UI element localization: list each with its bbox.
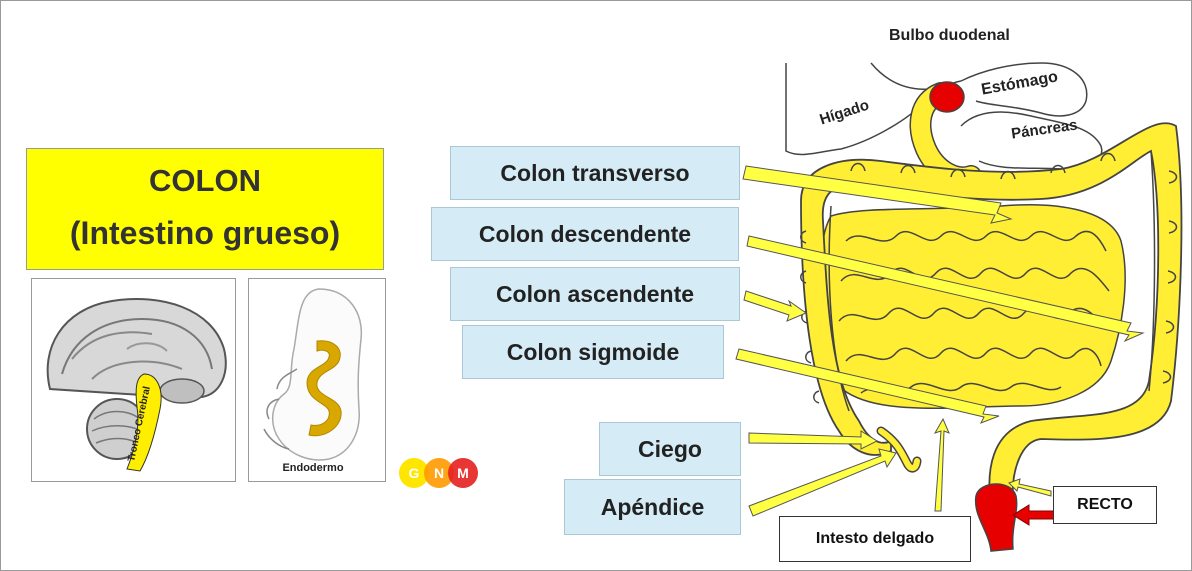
- label-bulbo: Bulbo duodenal: [889, 27, 1010, 44]
- title-line-1: COLON: [149, 163, 261, 198]
- label-apendice: Apéndice: [564, 479, 741, 535]
- embryo-illustration: Endodermo: [263, 288, 363, 474]
- logo-letter-m: M: [457, 465, 469, 481]
- label-recto: RECTO: [1053, 486, 1157, 524]
- rectum: [974, 483, 1018, 552]
- pointer-arrows: [735, 165, 1145, 517]
- logo-letter-g: G: [409, 465, 420, 481]
- arrow-intestino: [933, 417, 950, 512]
- gnm-logo: G N M: [399, 458, 478, 488]
- brain-illustration: Tronco Cerebral: [46, 298, 227, 472]
- embryo-label: Endodermo: [282, 462, 343, 474]
- label-intestino-delgado: Intesto delgado: [779, 516, 971, 562]
- arrow-descendente: [746, 235, 1145, 343]
- arrow-recto-yellow: [1008, 478, 1052, 497]
- arrow-sigmoide: [735, 348, 1000, 424]
- pancreas-outline: [960, 111, 1103, 170]
- title-box: COLON (Intestino grueso): [26, 148, 384, 270]
- label-colon-ascendente: Colon ascendente: [450, 267, 740, 321]
- arrow-ascendente: [743, 290, 808, 322]
- arrow-transverso: [742, 165, 1013, 224]
- label-colon-transverso: Colon transverso: [450, 146, 740, 200]
- arrow-ciego: [748, 430, 879, 450]
- duodenal-bulb: [929, 81, 965, 113]
- stomach-outline: [960, 62, 1088, 117]
- arrow-apendice: [748, 448, 897, 517]
- logo-circle-g: [399, 458, 429, 488]
- logo-letter-n: N: [434, 465, 444, 481]
- brain-image: Tronco Cerebral: [31, 278, 236, 482]
- label-colon-sigmoide: Colon sigmoide: [462, 325, 724, 379]
- logo-circle-n: [424, 458, 454, 488]
- label-ciego: Ciego: [599, 422, 741, 476]
- embryo-image: Endodermo: [248, 278, 386, 482]
- label-colon-descendente: Colon descendente: [431, 207, 739, 261]
- title-line-2: (Intestino grueso): [69, 215, 341, 251]
- logo-circle-m: [448, 458, 478, 488]
- large-intestine: [800, 122, 1183, 508]
